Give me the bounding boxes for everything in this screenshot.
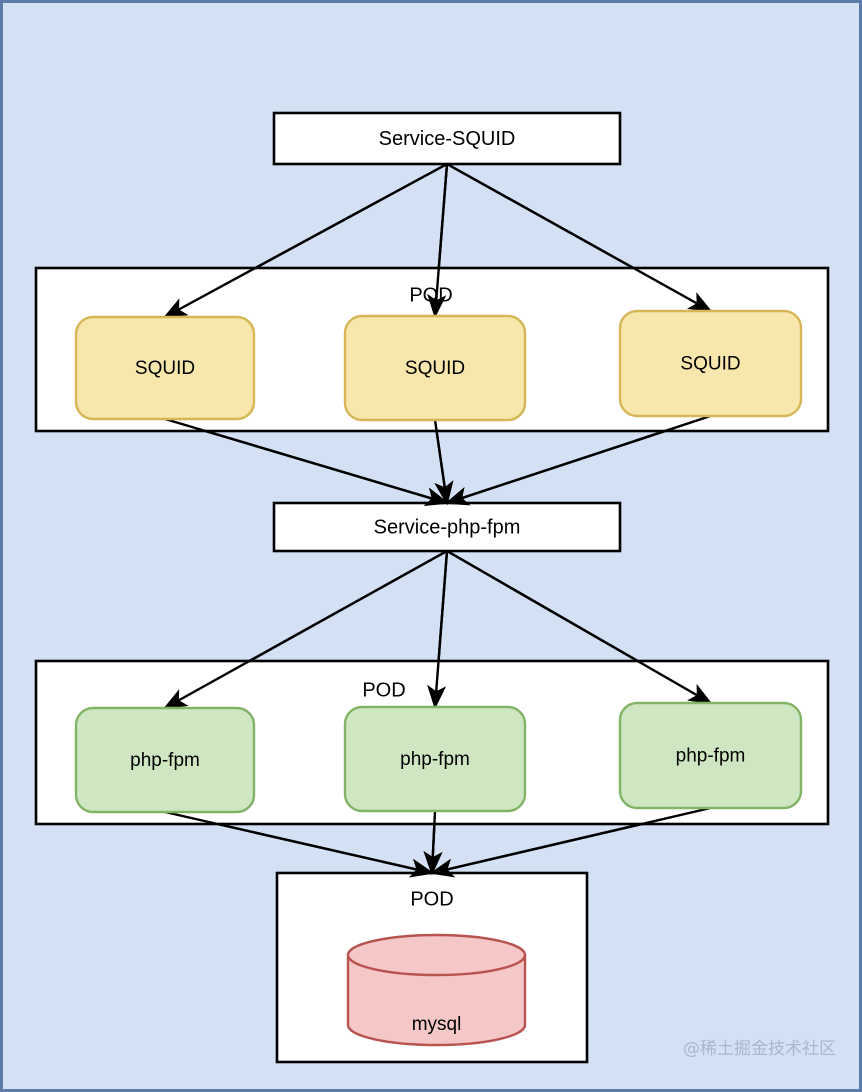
services-layer: Service-SQUID Service-php-fpm xyxy=(272,111,622,553)
workload-node-label: SQUID xyxy=(135,358,195,379)
workload-node[interactable]: php-fpm xyxy=(74,706,256,814)
edge-arrow xyxy=(446,162,713,313)
pod-label: POD xyxy=(362,679,405,701)
edge-arrow xyxy=(427,163,449,319)
watermark-label: @稀土掘金技术社区 xyxy=(683,1039,836,1059)
database-node[interactable]: mysql xyxy=(346,933,527,1047)
workload-node-label: php-fpm xyxy=(400,749,470,770)
nodes-layer: SQUID SQUID SQUID php-fpm php-fpm php-fpm xyxy=(74,309,803,814)
service-node[interactable]: Service-SQUID xyxy=(272,111,622,166)
workload-node-label: SQUID xyxy=(680,354,740,375)
workload-node-box[interactable] xyxy=(74,706,256,814)
workload-node-box[interactable] xyxy=(343,314,527,422)
edge-arrow xyxy=(162,162,448,319)
workload-node-box[interactable] xyxy=(343,705,527,813)
edge-arrow xyxy=(162,549,448,710)
database-layer: mysql xyxy=(346,933,527,1047)
database-label: mysql xyxy=(412,1014,462,1035)
service-node[interactable]: Service-php-fpm xyxy=(272,501,622,553)
edge-arrow xyxy=(429,806,711,878)
database-cylinder-top xyxy=(346,933,527,977)
edges-top-layer xyxy=(162,162,713,878)
database-cylinder-body[interactable] xyxy=(346,953,527,1047)
edge-arrow xyxy=(164,417,450,507)
pod-label: POD xyxy=(409,284,452,306)
edge-arrow xyxy=(446,549,713,705)
workload-node[interactable]: SQUID xyxy=(74,315,256,421)
workload-node-label: SQUID xyxy=(405,358,465,379)
workload-node[interactable]: SQUID xyxy=(618,309,803,418)
workload-node-box[interactable] xyxy=(618,701,803,810)
workload-node[interactable]: php-fpm xyxy=(618,701,803,810)
edge-arrow xyxy=(444,414,711,506)
service-label: Service-php-fpm xyxy=(374,516,521,538)
edge-arrow xyxy=(164,810,435,878)
service-box[interactable] xyxy=(272,111,622,166)
workload-node[interactable]: SQUID xyxy=(343,314,527,422)
pod-label: POD xyxy=(410,888,453,910)
edge-arrow xyxy=(427,550,449,710)
service-label: Service-SQUID xyxy=(379,128,516,150)
workload-node-box[interactable] xyxy=(74,315,256,421)
workload-node-label: php-fpm xyxy=(676,746,746,767)
workload-node-label: php-fpm xyxy=(130,750,200,771)
workload-node-box[interactable] xyxy=(618,309,803,418)
workload-node[interactable]: php-fpm xyxy=(343,705,527,813)
